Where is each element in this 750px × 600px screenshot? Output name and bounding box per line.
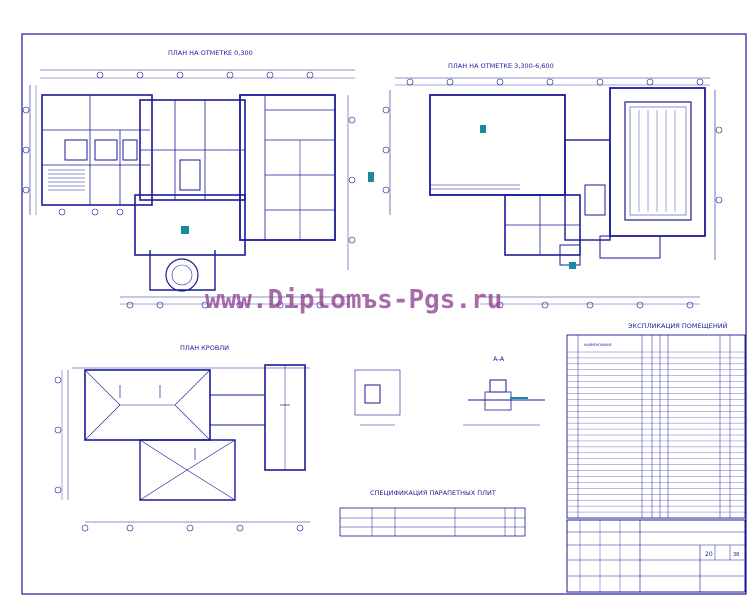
watermark: www.Diplomъs-Pgs.ru bbox=[205, 285, 502, 315]
ground-floor-plan: ПЛАН НА ОТМЕТКЕ 0,300 bbox=[22, 49, 374, 309]
section-a-a: А-А bbox=[463, 355, 545, 426]
title-block: 20 38 bbox=[566, 519, 746, 593]
roof-plan: ПЛАН КРОВЛИ bbox=[54, 344, 310, 532]
explication-table: ЭКСПЛИКАЦИЯ ПОМЕЩЕНИЙ НАИМЕНОВАНИЕ bbox=[566, 321, 746, 519]
ground-plan-title: ПЛАН НА ОТМЕТКЕ 0,300 bbox=[168, 49, 253, 57]
explication-header: НАИМЕНОВАНИЕ bbox=[584, 343, 612, 347]
roof-plan-title: ПЛАН КРОВЛИ bbox=[180, 344, 229, 352]
sheet-frame bbox=[21, 33, 747, 595]
explication-title: ЭКСПЛИКАЦИЯ ПОМЕЩЕНИЙ bbox=[628, 321, 728, 330]
spec-title: СПЕЦИФИКАЦИЯ ПАРАПЕТНЫХ ПЛИТ bbox=[370, 489, 496, 497]
sheet-number: 20 bbox=[705, 551, 713, 558]
section-label: А-А bbox=[493, 355, 505, 363]
sheet-count: 38 bbox=[733, 552, 739, 558]
upper-floor-plan: ПЛАН НА ОТМЕТКЕ 3,300-6,600 bbox=[382, 62, 723, 309]
detail-node bbox=[354, 369, 401, 426]
upper-plan-title: ПЛАН НА ОТМЕТКЕ 3,300-6,600 bbox=[448, 62, 554, 70]
parapet-spec-table: СПЕЦИФИКАЦИЯ ПАРАПЕТНЫХ ПЛИТ bbox=[339, 489, 526, 537]
